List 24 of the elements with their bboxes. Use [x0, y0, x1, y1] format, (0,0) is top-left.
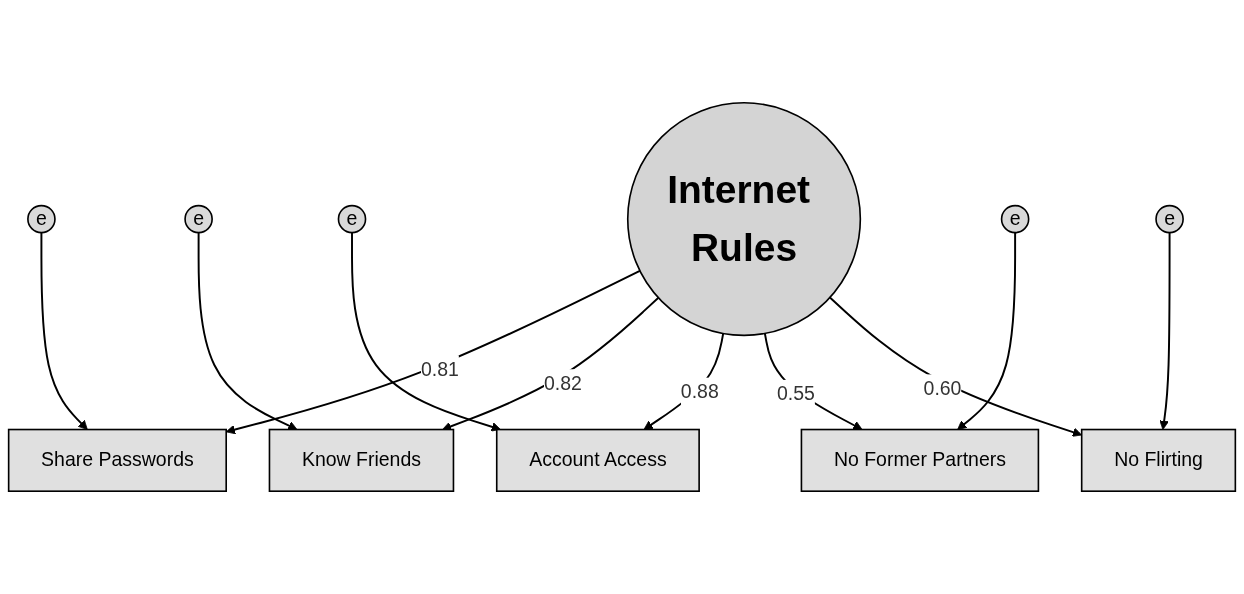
node-circle: e	[184, 204, 213, 234]
node-box: No Flirting	[1080, 428, 1237, 492]
arrow	[957, 231, 1017, 430]
arrow	[643, 332, 725, 430]
arrow	[763, 332, 863, 430]
arrow	[40, 231, 88, 430]
node-circle: e	[1155, 204, 1184, 234]
edge-label: 0.88	[680, 380, 719, 403]
arrow	[197, 231, 298, 431]
edge-label: 0.81	[421, 358, 459, 381]
node-circle: e	[337, 204, 367, 234]
edge-label: 0.55	[777, 382, 815, 405]
node-box: Share Passwords	[7, 428, 227, 492]
node-circle: Internet Rules	[626, 102, 862, 337]
node-box: Know Friends	[268, 428, 455, 492]
arrow	[351, 231, 501, 432]
node-circle: e	[1000, 204, 1030, 234]
node-box: Account Access	[495, 428, 700, 492]
arrow	[1159, 231, 1171, 430]
node-circle: e	[27, 204, 56, 234]
node-box: No Former Partners	[800, 428, 1040, 492]
edge-label: 0.60	[923, 377, 962, 400]
edge-label: 0.82	[543, 372, 582, 395]
arrow	[442, 296, 660, 431]
